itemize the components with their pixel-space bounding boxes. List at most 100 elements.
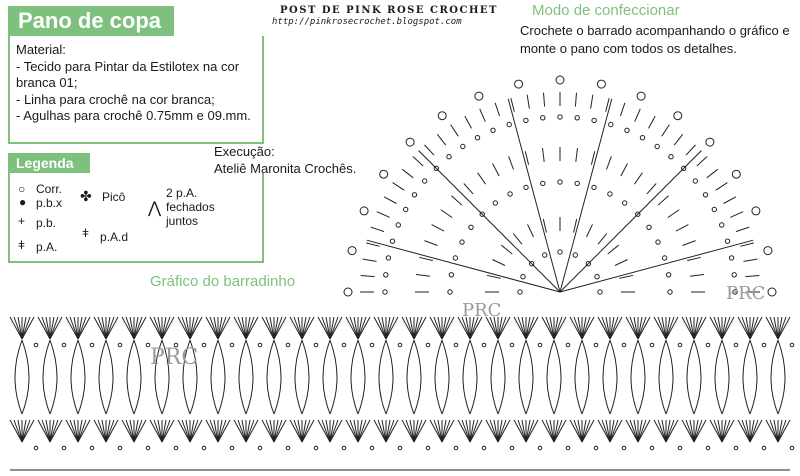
chain-loop [127, 340, 134, 414]
shell-stitch [294, 420, 302, 442]
shell-stitch [770, 420, 778, 442]
chain-loop [743, 340, 750, 414]
chain-loop [435, 340, 442, 414]
chain-stitch [790, 343, 794, 347]
chain-stitch [230, 446, 234, 450]
chain-stitch [790, 446, 794, 450]
chain-loop [71, 340, 78, 414]
chain-stitch [595, 275, 599, 279]
chain-stitch [594, 343, 598, 347]
shell-stitch [78, 420, 86, 442]
shell-stitch [742, 317, 750, 339]
shell-stitch [694, 420, 702, 442]
shell-stitch [162, 420, 170, 442]
picot-stitch [406, 138, 414, 146]
double-crochet-stitch [509, 156, 514, 169]
shell-stitch [190, 420, 198, 442]
chain-stitch [762, 343, 766, 347]
chain-stitch [482, 343, 486, 347]
double-crochet-stitch [615, 260, 628, 266]
double-crochet-stitch [424, 241, 437, 246]
picot-stitch [348, 247, 356, 255]
shell-stitch [610, 420, 618, 442]
shell-stitch [302, 420, 310, 442]
chain-stitch [725, 239, 729, 243]
chain-loop [491, 340, 498, 414]
chain-stitch [656, 240, 660, 244]
chain-stitch [573, 253, 577, 257]
chain-stitch [668, 290, 672, 294]
chain-loop [358, 340, 365, 414]
chain-stitch [258, 343, 262, 347]
chain-loop [295, 340, 302, 414]
double-crochet-stitch [501, 245, 512, 254]
double-crochet-stitch [658, 196, 668, 205]
shell-stitch [546, 317, 554, 339]
shell-stitch [770, 317, 778, 339]
shell-stitch [218, 420, 226, 442]
watermark: PRC [150, 345, 198, 370]
chain-stitch [693, 179, 697, 183]
shell-stitch [266, 317, 274, 339]
shell-stitch [470, 420, 478, 442]
shell-stitch [658, 420, 666, 442]
chain-stitch [541, 181, 545, 185]
chain-stitch [412, 193, 416, 197]
chain-stitch [174, 446, 178, 450]
chain-stitch [678, 343, 682, 347]
chain-stitch [370, 343, 374, 347]
chain-stitch [558, 250, 562, 254]
shell-stitch [70, 317, 78, 339]
chain-stitch [623, 201, 627, 205]
chain-loop [519, 340, 526, 414]
double-crochet-stitch [363, 259, 377, 261]
shell-stitch [330, 420, 338, 442]
chain-stitch [202, 343, 206, 347]
chain-loop [687, 340, 694, 414]
chain-stitch [524, 118, 528, 122]
chain-stitch [90, 446, 94, 450]
picot-stitch [380, 170, 388, 178]
chain-stitch [524, 185, 528, 189]
shell-stitch [386, 317, 394, 339]
double-crochet-stitch [527, 95, 529, 109]
shell-stitch [526, 420, 534, 442]
chain-stitch [118, 343, 122, 347]
chain-stitch [384, 273, 388, 277]
double-crochet-stitch [543, 148, 545, 162]
chain-loop [407, 340, 414, 414]
chain-loop [631, 340, 638, 414]
chain-stitch [541, 116, 545, 120]
double-crochet-stitch [608, 245, 619, 254]
chain-stitch [538, 343, 542, 347]
chain-stitch [712, 207, 716, 211]
chain-loop [666, 340, 673, 414]
chain-stitch [449, 273, 453, 277]
shell-stitch [442, 317, 450, 339]
double-crochet-stitch [437, 134, 446, 145]
chain-stitch [538, 446, 542, 450]
shell-stitch [210, 317, 218, 339]
shell-stitch [190, 317, 198, 339]
shell-stitch [574, 317, 582, 339]
chain-stitch [447, 155, 451, 159]
picot-stitch [764, 247, 772, 255]
chain-stitch [398, 446, 402, 450]
shell-stitch [358, 317, 366, 339]
chain-loop [603, 340, 610, 414]
chain-stitch [662, 256, 666, 260]
picot-stitch [515, 80, 523, 88]
shell-stitch [154, 317, 162, 339]
chain-loop [239, 340, 246, 414]
chain-stitch [575, 181, 579, 185]
shell-stitch [778, 420, 786, 442]
shell-stitch [686, 317, 694, 339]
shell-stitch [218, 317, 226, 339]
chain-stitch [370, 446, 374, 450]
chain-stitch [510, 446, 514, 450]
shell-stitch [742, 420, 750, 442]
chain-stitch [62, 343, 66, 347]
chain-loop [750, 340, 757, 414]
shell-stitch [722, 317, 730, 339]
chain-loop [414, 340, 421, 414]
